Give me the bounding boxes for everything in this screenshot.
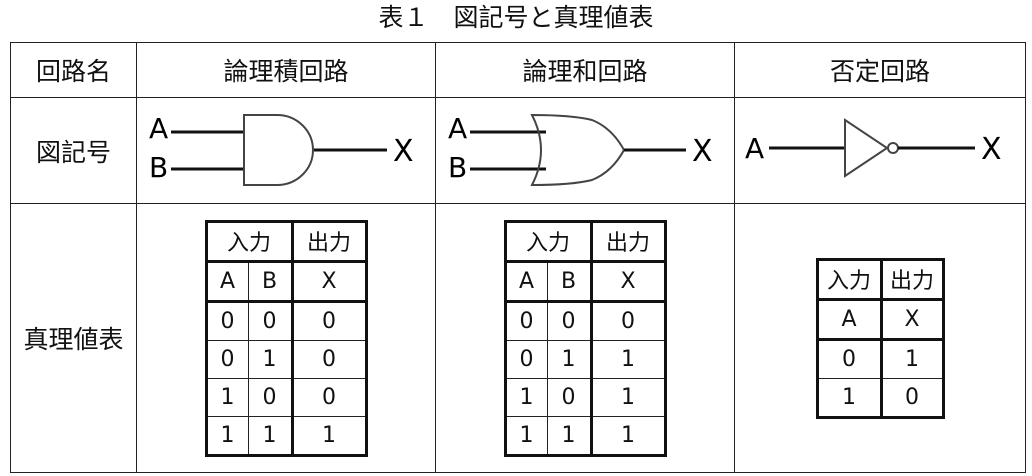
- not-output-x-label: X: [981, 132, 1002, 167]
- or-input-b-label: B: [448, 151, 467, 184]
- or-gate-body: [530, 113, 626, 187]
- header-and-circuit: 論理積回路: [136, 42, 436, 98]
- table-cell: 0: [504, 339, 548, 379]
- and-output-header: 出力: [290, 220, 367, 263]
- not-gate-bubble: [887, 142, 899, 154]
- header-circuit-name: 回路名: [10, 42, 137, 98]
- table-cell: 1: [247, 415, 293, 456]
- and-col-b: B: [247, 260, 293, 303]
- or-gate-cell: A B X: [435, 97, 735, 204]
- table-cell: 0: [879, 377, 944, 418]
- and-input-header: 入力: [205, 220, 293, 263]
- row-label-symbol: 図記号: [10, 97, 137, 204]
- table-cell: 1: [247, 339, 293, 379]
- not-col-x: X: [879, 298, 944, 341]
- table-cell: 0: [504, 300, 548, 341]
- and-gate-cell: A B X: [136, 97, 436, 204]
- or-input-a-label: A: [448, 112, 467, 145]
- table-cell: 1: [589, 415, 666, 456]
- not-input-a-label: A: [745, 132, 764, 165]
- table-cell: 1: [546, 339, 592, 379]
- not-gate-symbol: A X: [745, 118, 1002, 178]
- row-label-truth-table: 真理値表: [10, 203, 137, 473]
- header-or-circuit: 論理和回路: [435, 42, 735, 98]
- table-cell: 0: [546, 377, 592, 417]
- table-cell: 1: [589, 377, 666, 417]
- table-cell: 0: [290, 300, 367, 341]
- table-cell: 0: [247, 300, 293, 341]
- not-input-header: 入力: [816, 258, 882, 301]
- or-output-header: 出力: [589, 220, 666, 263]
- logic-gate-table: 回路名 論理積回路 論理和回路 否定回路 図記号 A B X A B: [10, 42, 1026, 473]
- table-caption: 表１ 図記号と真理値表: [378, 3, 654, 32]
- and-input-b-label: B: [149, 151, 168, 184]
- or-output-x-label: X: [692, 134, 713, 169]
- table-cell: 0: [290, 377, 367, 417]
- table-cell: 0: [546, 300, 592, 341]
- table-cell: 0: [816, 338, 882, 379]
- or-col-x: X: [589, 260, 666, 303]
- table-cell: 1: [205, 377, 249, 417]
- and-col-x: X: [290, 260, 367, 303]
- and-output-x-label: X: [393, 134, 414, 169]
- not-output-header: 出力: [879, 258, 944, 301]
- table-cell: 0: [205, 339, 249, 379]
- or-col-b: B: [546, 260, 592, 303]
- table-cell: 0: [589, 300, 666, 341]
- table-cell: 1: [504, 377, 548, 417]
- or-input-header: 入力: [504, 220, 592, 263]
- table-cell: 1: [290, 415, 367, 456]
- header-not-circuit: 否定回路: [734, 42, 1026, 98]
- table-cell: 0: [290, 339, 367, 379]
- and-gate-symbol: A B X: [149, 112, 414, 186]
- table-cell: 1: [504, 415, 548, 456]
- and-gate-body: [243, 114, 314, 186]
- and-col-a: A: [205, 260, 249, 303]
- table-cell: 1: [546, 415, 592, 456]
- table-cell: 1: [589, 339, 666, 379]
- table-cell: 0: [205, 300, 249, 341]
- not-col-a: A: [816, 298, 882, 341]
- table-cell: 1: [816, 377, 882, 418]
- table-cell: 1: [205, 415, 249, 456]
- table-cell: 0: [247, 377, 293, 417]
- or-col-a: A: [504, 260, 548, 303]
- and-input-a-label: A: [149, 112, 168, 145]
- or-gate-symbol: A B X: [448, 112, 713, 187]
- not-gate-body: [844, 118, 889, 178]
- not-gate-cell: A X: [734, 97, 1026, 204]
- table-cell: 1: [879, 338, 944, 379]
